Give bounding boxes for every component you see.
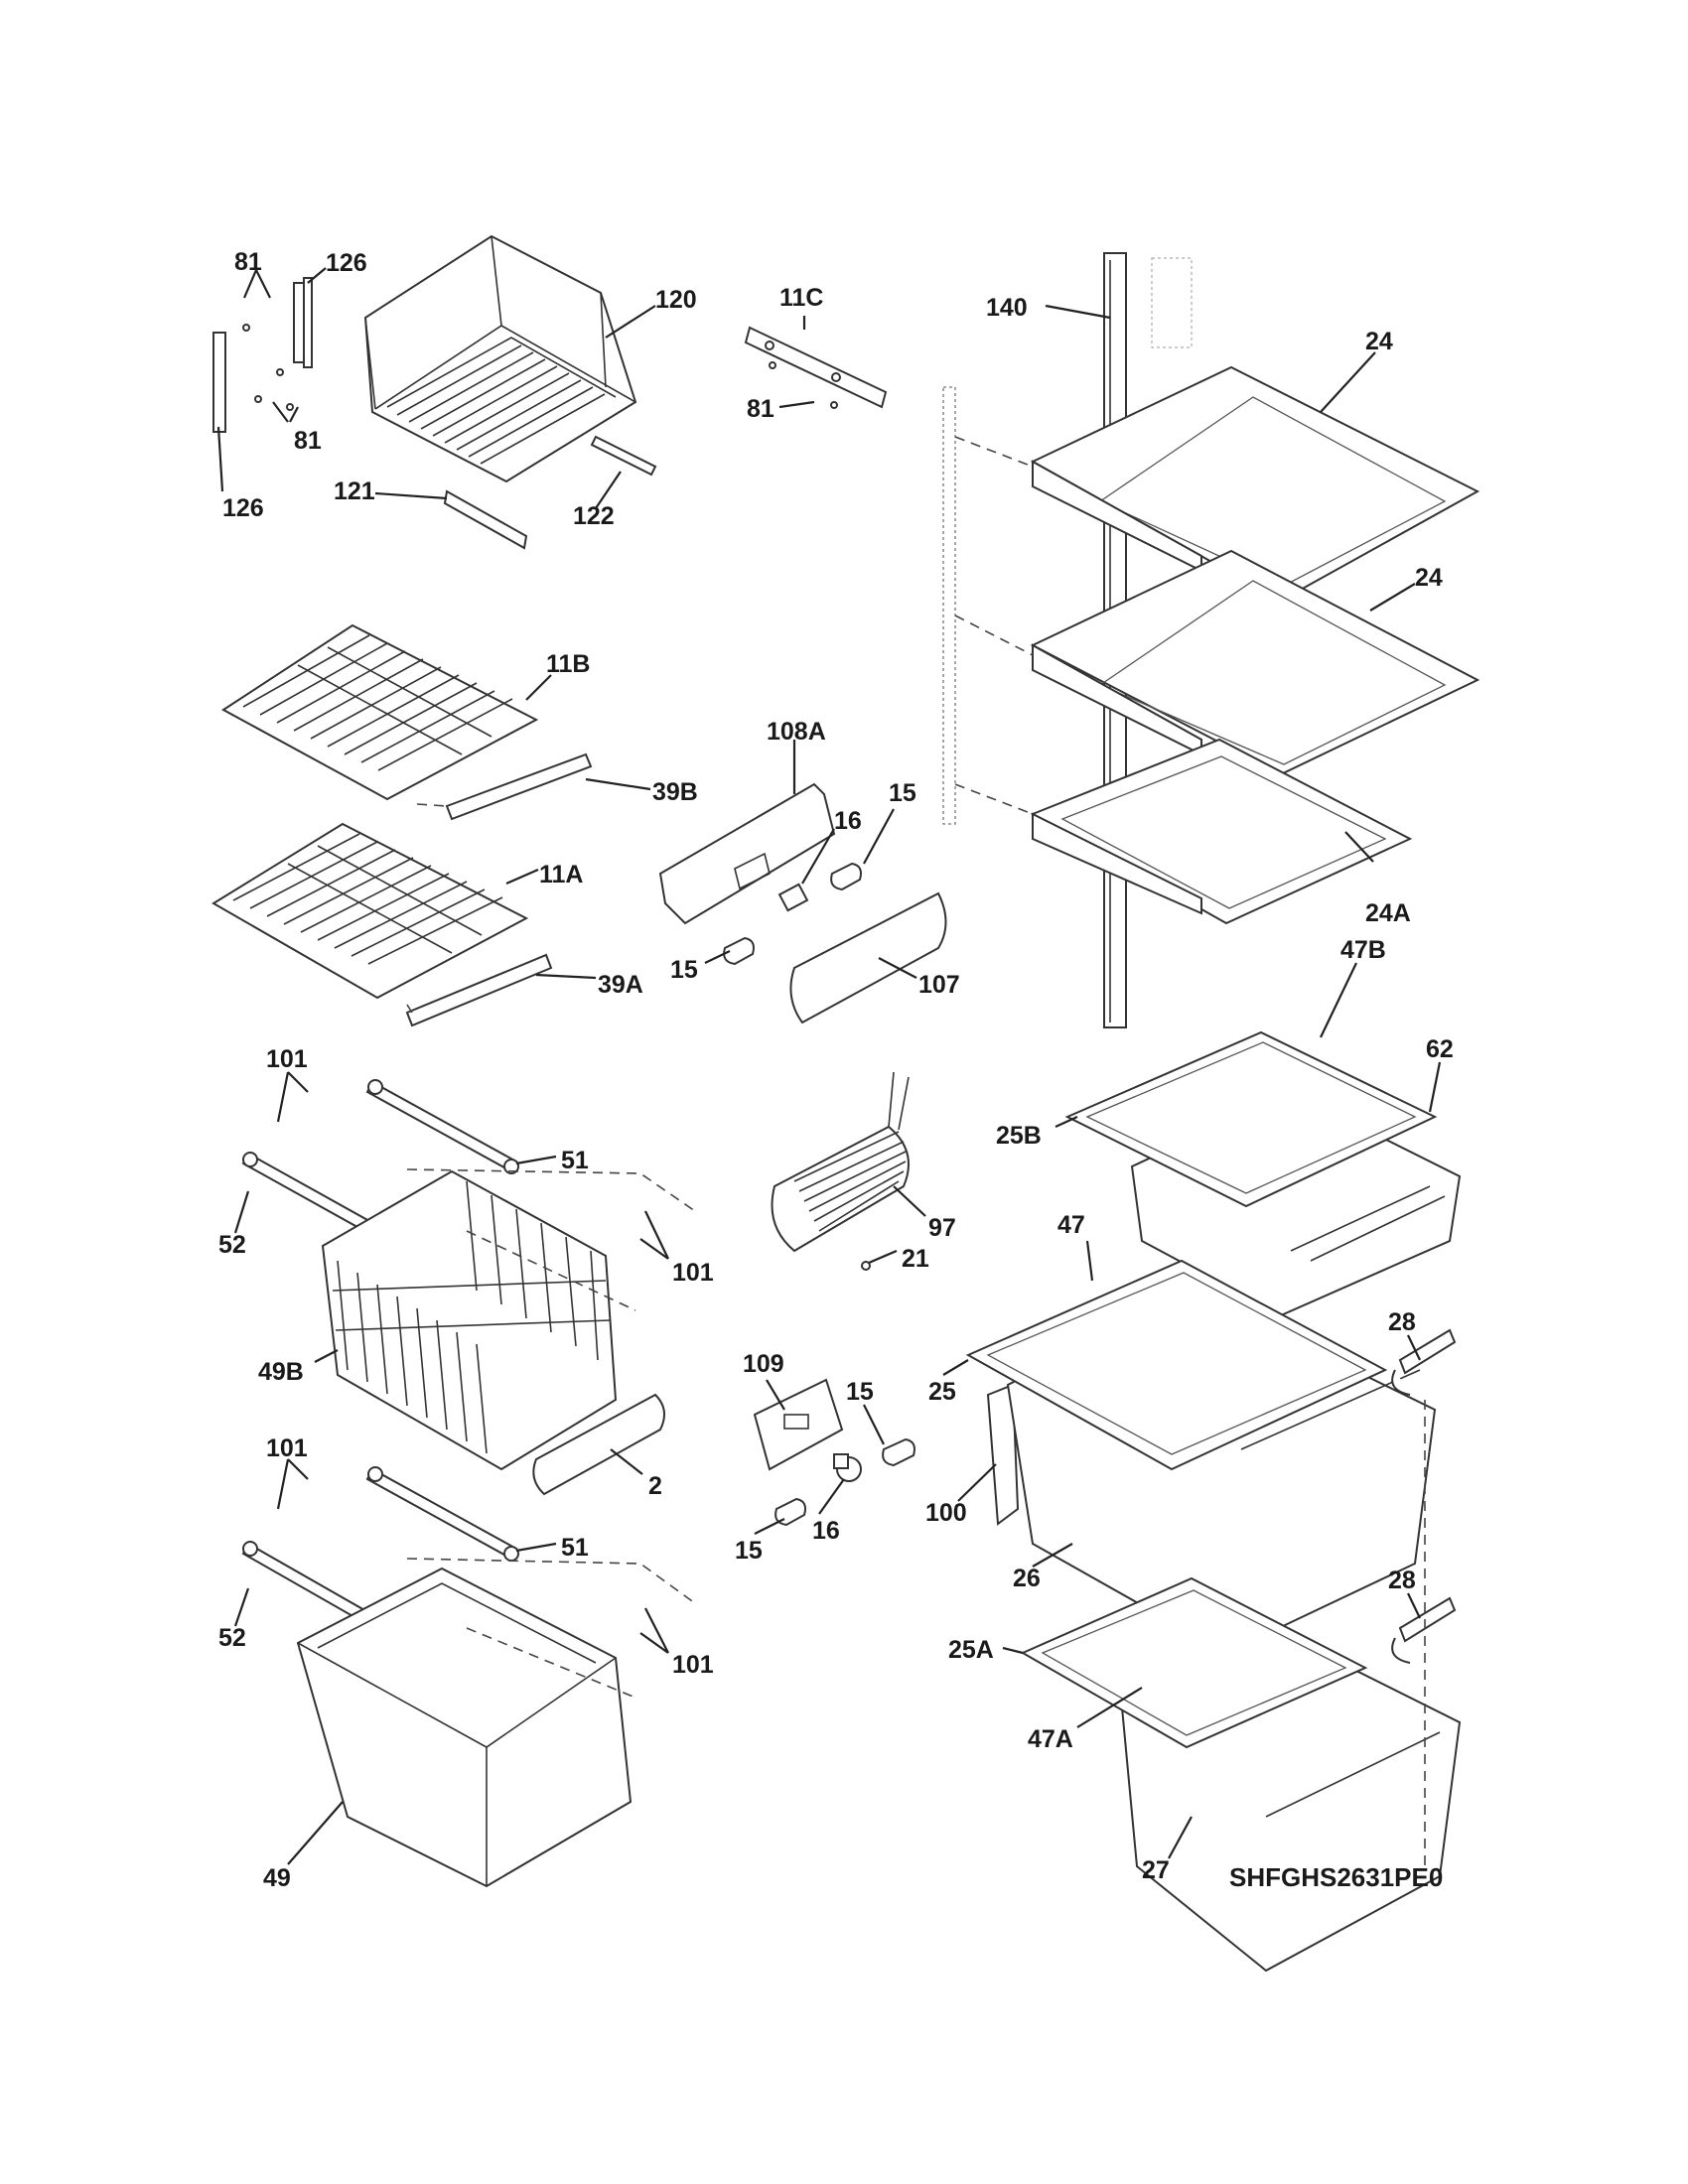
bin-dashes-lower (406, 1558, 696, 1699)
label-49b: 49B (258, 1358, 304, 1386)
part-25a-crisper-cover (1020, 1576, 1368, 1749)
shelf-mount-dashes (954, 436, 1034, 815)
label-101: 101 (266, 1045, 308, 1073)
label-16: 16 (812, 1517, 840, 1545)
part-49-bin (296, 1567, 633, 1888)
label-15: 15 (670, 956, 698, 984)
part-28-bracket-lower (1391, 1596, 1457, 1664)
part-126-bracket-lower (212, 332, 226, 433)
label-81: 81 (234, 248, 262, 276)
label-52: 52 (218, 1624, 246, 1652)
part-120-bin (363, 234, 637, 483)
part-81-screws-left (242, 324, 294, 411)
part-108a-light-housing (658, 782, 836, 925)
diagram-code: SHFGHS2631PE0 (1229, 1862, 1443, 1892)
label-24: 24 (1415, 564, 1443, 592)
part-97-heater-coil (771, 1071, 910, 1253)
label-39a: 39A (598, 971, 643, 999)
label-101: 101 (672, 1259, 714, 1287)
label-126: 126 (326, 249, 367, 277)
part-25-crisper-cover (965, 1259, 1388, 1471)
label-107: 107 (918, 971, 960, 999)
part-15-bulb-lower (723, 936, 755, 966)
part-126-bracket-upper (293, 277, 313, 368)
label-81: 81 (747, 395, 774, 423)
label-101: 101 (266, 1434, 308, 1462)
part-107-light-shield (789, 891, 947, 1024)
part-11b-wire-shelf (221, 623, 539, 801)
part-11c-bracket (744, 326, 888, 409)
part-24-shelf-middle (1030, 549, 1480, 776)
label-51: 51 (561, 1147, 589, 1174)
label-51: 51 (561, 1534, 589, 1562)
part-109-light-housing (753, 1378, 844, 1471)
label-109: 109 (743, 1350, 784, 1378)
label-47a: 47A (1028, 1725, 1073, 1753)
label-49: 49 (263, 1864, 291, 1892)
label-25a: 25A (948, 1636, 994, 1664)
part-100-panel (986, 1383, 1020, 1526)
label-24: 24 (1365, 328, 1393, 355)
part-16-socket-upper (777, 883, 809, 912)
part-39a-trim (405, 953, 553, 1027)
label-126: 126 (222, 494, 264, 522)
rear-column-dotted (942, 257, 1193, 825)
label-81: 81 (294, 427, 322, 455)
label-21: 21 (902, 1245, 929, 1273)
label-101: 101 (672, 1651, 714, 1679)
part-24a-shelf-bottom (1030, 738, 1413, 925)
label-47: 47 (1057, 1211, 1085, 1239)
label-39b: 39B (652, 778, 698, 806)
label-121: 121 (334, 478, 375, 505)
label-2: 2 (648, 1472, 662, 1500)
part-121-rail (443, 489, 528, 550)
label-11a: 11A (539, 861, 583, 888)
label-100: 100 (925, 1499, 967, 1527)
label-26: 26 (1013, 1565, 1041, 1592)
part-15-bulb-upper (830, 862, 862, 891)
label-62: 62 (1426, 1035, 1454, 1063)
part-2-trim (532, 1393, 665, 1496)
part-51-slide-rail-upper (365, 1079, 519, 1174)
part-15-bulb-c (882, 1437, 915, 1467)
trim-dashes (406, 803, 448, 1014)
label-24a: 24A (1365, 899, 1411, 927)
label-140: 140 (986, 294, 1028, 322)
label-28: 28 (1388, 1308, 1416, 1336)
label-25b: 25B (996, 1122, 1042, 1150)
part-51-slide-rail-lower (365, 1466, 519, 1562)
label-15: 15 (846, 1378, 874, 1406)
part-21-screw (861, 1261, 871, 1271)
part-39b-trim (445, 752, 593, 821)
part-16-socket-b (833, 1453, 862, 1482)
label-122: 122 (573, 502, 615, 530)
label-16: 16 (834, 807, 862, 835)
label-11b: 11B (546, 650, 590, 678)
label-28: 28 (1388, 1567, 1416, 1594)
part-122-rod (590, 435, 657, 477)
label-15: 15 (889, 779, 916, 807)
label-97: 97 (928, 1214, 956, 1242)
label-108a: 108A (767, 718, 826, 746)
basket-dashes-upper (406, 1168, 696, 1311)
label-11c: 11C (779, 284, 823, 312)
label-52: 52 (218, 1231, 246, 1259)
label-15: 15 (735, 1537, 763, 1565)
leader-lines (216, 267, 1442, 1865)
part-25b-crisper-cover (1064, 1030, 1438, 1208)
label-120: 120 (655, 286, 697, 314)
label-25: 25 (928, 1378, 956, 1406)
label-27: 27 (1142, 1856, 1170, 1884)
part-11a-wire-shelf (211, 822, 529, 1000)
part-49b-wire-basket (321, 1169, 618, 1471)
label-47b: 47B (1340, 936, 1386, 964)
part-28-bracket-upper (1391, 1328, 1457, 1396)
